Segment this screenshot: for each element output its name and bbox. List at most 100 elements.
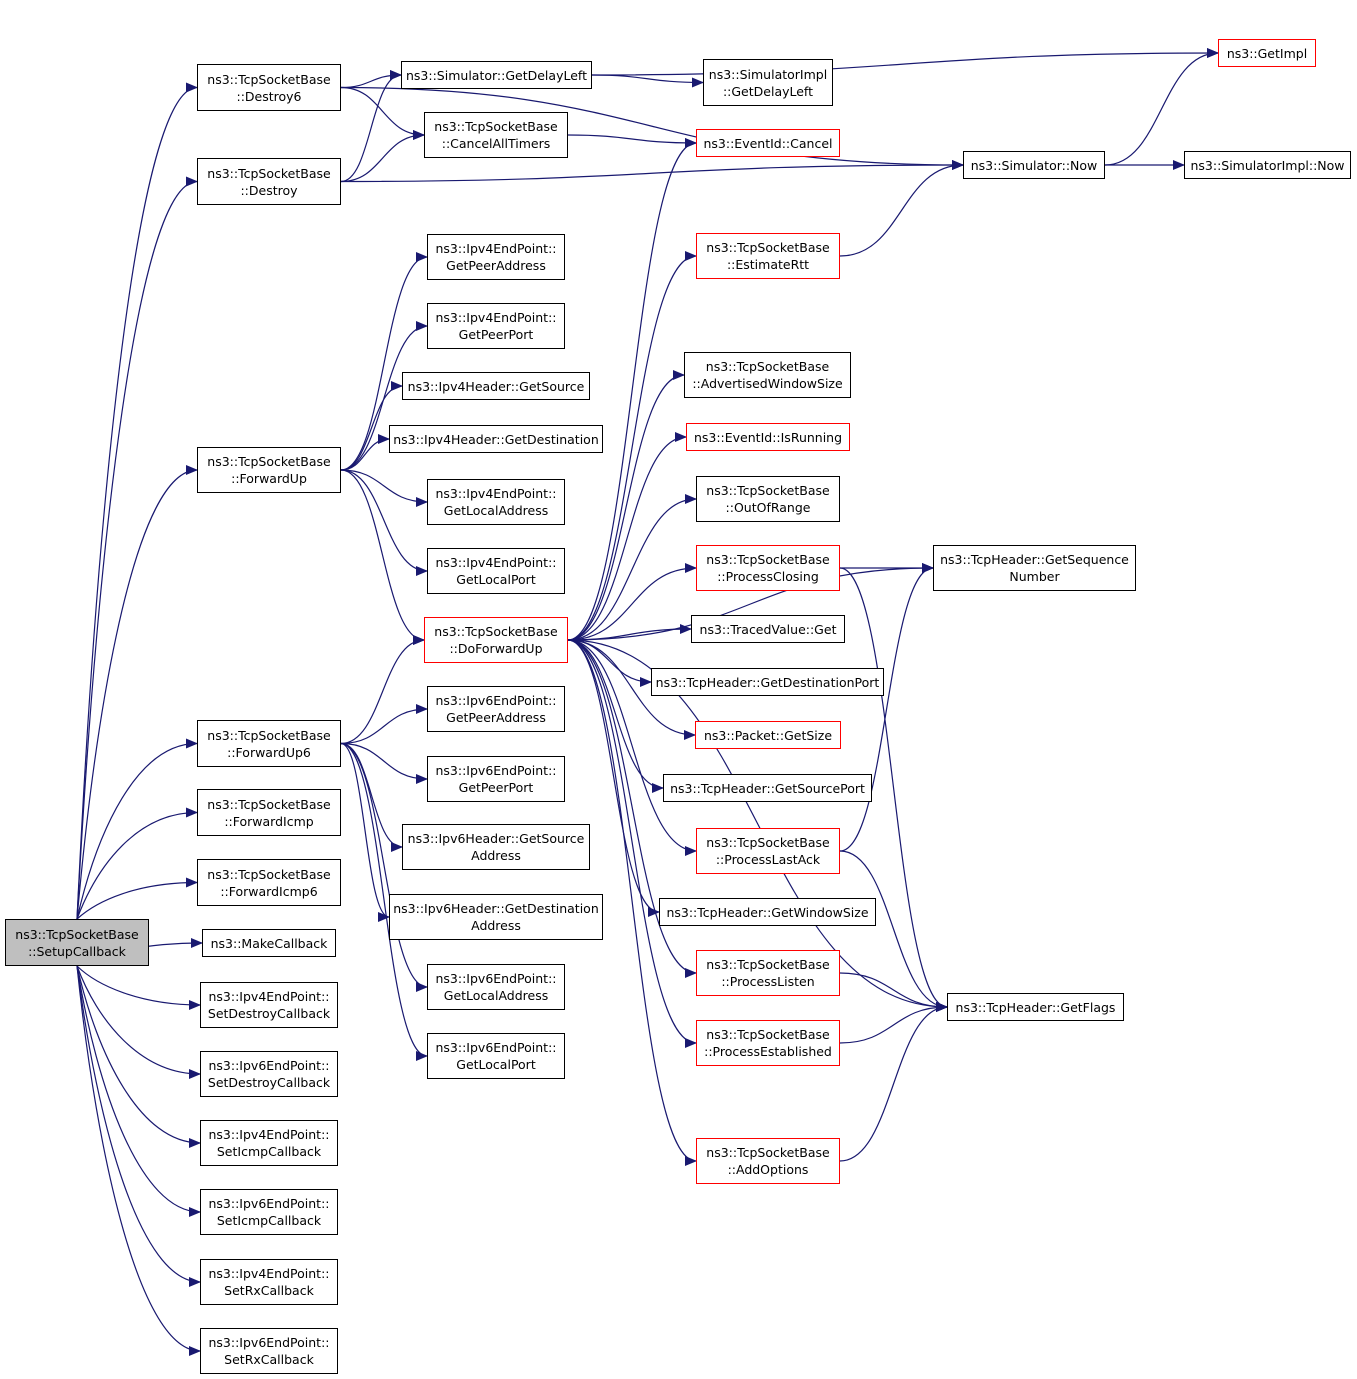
node-label-line: ns3::TcpSocketBase [706,552,830,567]
call-edge [76,965,201,1010]
graph-node[interactable]: ns3::Ipv4Header::GetDestination [389,425,603,453]
node-label-line: ::ForwardUp [231,471,307,486]
graph-node[interactable]: ns3::TcpSocketBase::AdvertisedWindowSize [684,352,851,398]
call-edge [340,469,428,576]
node-label-line: ns3::TcpSocketBase [207,71,331,87]
graph-node[interactable]: ns3::TcpSocketBase::ProcessLastAck [696,828,840,874]
graph-node[interactable]: ns3::TcpSocketBase::ProcessEstablished [696,1020,840,1066]
call-edge [76,965,201,1148]
graph-node[interactable]: ns3::Ipv4EndPoint::GetLocalAddress [427,479,565,525]
graph-node[interactable]: ns3::Ipv4EndPoint::SetRxCallback [200,1259,338,1305]
graph-node[interactable]: ns3::TcpSocketBase::ProcessListen [696,950,840,996]
node-label-line: ::Destroy6 [236,88,302,104]
call-edge [340,70,402,89]
node-label-line: ns3::Ipv4Header::GetSource [407,378,585,394]
node-label-line: SetIcmpCallback [216,1144,322,1159]
node-label-line: ::ForwardIcmp6 [220,883,318,899]
graph-node[interactable]: ns3::TcpSocketBase::ForwardIcmp [197,789,341,836]
call-edge [340,704,428,745]
graph-node[interactable]: ns3::Packet::GetSize [695,721,841,749]
graph-node[interactable]: ns3::Ipv6EndPoint::GetPeerPort [427,756,565,802]
graph-node[interactable]: ns3::TcpHeader::GetFlags [947,993,1124,1021]
graph-node[interactable]: ns3::TcpSocketBase::CancelAllTimers [424,112,568,158]
node-label-line: ns3::TcpSocketBase [207,165,331,181]
node-label-line: ns3::TcpSocketBase [434,119,558,134]
graph-node[interactable]: ns3::Ipv4EndPoint::GetPeerAddress [427,234,565,280]
call-edge [340,469,425,645]
node-label-line: ns3::Ipv6EndPoint:: [208,1058,330,1073]
graph-node[interactable]: ns3::TcpHeader::GetSourcePort [663,774,872,802]
graph-node[interactable]: ns3::TcpSocketBase::ForwardUp [197,447,341,493]
call-edge [340,252,428,471]
node-label-line: GetPeerAddress [446,710,546,725]
graph-node[interactable]: ns3::Simulator::Now [963,151,1105,179]
graph-node[interactable]: ns3::TracedValue::Get [691,615,845,643]
call-edge [76,807,198,920]
node-label-line: ns3::Ipv6EndPoint:: [435,971,557,986]
graph-node[interactable]: ns3::Ipv4EndPoint::GetPeerPort [427,303,565,349]
node-label-line: ns3::TcpHeader::GetSourcePort [670,780,865,796]
call-edge [76,738,198,920]
graph-node[interactable]: ns3::Ipv6EndPoint::SetRxCallback [200,1328,338,1374]
graph-node[interactable]: ns3::TcpHeader::GetDestinationPort [651,668,884,696]
call-edge [340,381,403,471]
node-label-line: ns3::TcpSocketBase [15,926,139,942]
graph-node[interactable]: ns3::Simulator::GetDelayLeft [401,61,592,89]
call-edge [839,563,934,852]
graph-node[interactable]: ns3::Ipv6EndPoint::GetLocalAddress [427,964,565,1010]
graph-node[interactable]: ns3::Ipv6EndPoint::GetLocalPort [427,1033,565,1079]
graph-node[interactable]: ns3::TcpSocketBase::AddOptions [696,1138,840,1184]
graph-node[interactable]: ns3::Ipv4EndPoint::GetLocalPort [427,548,565,594]
graph-node[interactable]: ns3::TcpSocketBase::ProcessClosing [696,545,840,591]
node-label-line: ns3::TcpHeader::GetDestinationPort [655,674,880,690]
node-label-line: GetPeerPort [458,327,534,342]
graph-node[interactable]: ns3::Ipv4EndPoint::SetIcmpCallback [200,1120,338,1166]
node-label-line: SetRxCallback [224,1283,314,1298]
node-label-line: ns3::SimulatorImpl [708,66,828,82]
graph-node[interactable]: ns3::Ipv4Header::GetSource [402,372,590,400]
call-edge [340,742,403,852]
graph-node[interactable]: ns3::SimulatorImpl::GetDelayLeft [703,59,833,106]
node-label-line: GetPeerAddress [446,258,546,273]
call-edge [340,86,425,140]
graph-node[interactable]: ns3::Ipv6EndPoint::GetPeerAddress [427,686,565,732]
call-edge [591,74,704,88]
node-label-line: ns3::TcpSocketBase [207,866,331,882]
graph-node[interactable]: ns3::MakeCallback [202,929,336,957]
graph-node[interactable]: ns3::EventId::IsRunning [686,423,850,451]
graph-node[interactable]: ns3::TcpSocketBase::SetupCallback [5,919,149,966]
graph-node[interactable]: ns3::TcpSocketBase::OutOfRange [696,476,840,522]
graph-node[interactable]: ns3::TcpSocketBase::Destroy6 [197,64,341,111]
call-edge [340,469,428,507]
graph-node[interactable]: ns3::EventId::Cancel [696,129,840,157]
graph-node[interactable]: ns3::TcpSocketBase::ForwardUp6 [197,720,341,767]
node-label-line: ::SetupCallback [28,943,126,959]
node-label-line: ::OutOfRange [725,500,811,515]
call-edge [567,639,664,793]
graph-node[interactable]: ns3::TcpSocketBase::ForwardIcmp6 [197,859,341,906]
node-label-line: ns3::Ipv4Header::GetDestination [393,431,599,447]
graph-node[interactable]: ns3::SimulatorImpl::Now [1184,151,1351,179]
graph-node[interactable]: ns3::TcpHeader::GetWindowSize [659,898,876,926]
node-label-line: ns3::Ipv4EndPoint:: [435,241,557,256]
graph-node[interactable]: ns3::Ipv4EndPoint::SetDestroyCallback [200,982,338,1028]
graph-node[interactable]: ns3::Ipv6EndPoint::SetDestroyCallback [200,1051,338,1097]
call-edge [76,877,198,920]
node-label-line: ns3::Ipv6EndPoint:: [435,763,557,778]
call-edge [340,742,428,992]
graph-node[interactable]: ns3::GetImpl [1218,39,1316,67]
node-label-line: SetIcmpCallback [216,1213,322,1228]
node-label-line: ns3::TcpSocketBase [706,1027,830,1042]
node-label-line: ns3::Ipv4EndPoint:: [435,555,557,570]
call-edge [839,160,964,257]
graph-node[interactable]: ns3::TcpSocketBase::DoForwardUp [424,617,568,663]
graph-node[interactable]: ns3::Ipv6EndPoint::SetIcmpCallback [200,1189,338,1235]
graph-node[interactable]: ns3::TcpSocketBase::EstimateRtt [696,233,840,279]
node-label-line: ::GetDelayLeft [722,83,814,99]
node-label-line: ns3::Ipv6EndPoint:: [208,1196,330,1211]
call-edge [76,965,201,1079]
graph-node[interactable]: ns3::TcpSocketBase::Destroy [197,158,341,205]
